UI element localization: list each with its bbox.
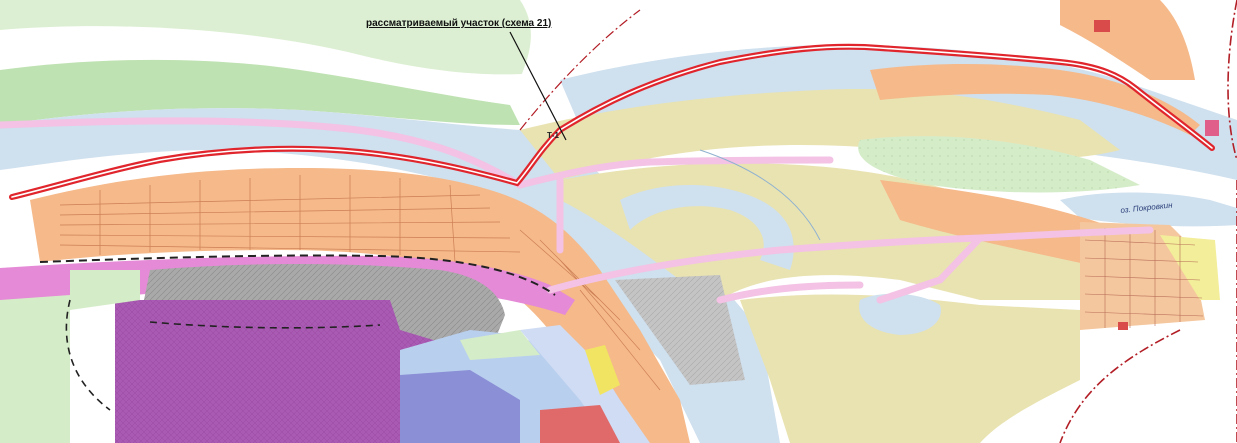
greenery-east-island xyxy=(858,136,1140,193)
yellow-zone-center xyxy=(585,345,620,395)
residential-northeast xyxy=(870,64,1200,135)
settlement-boundary xyxy=(1059,0,1237,443)
residential-main-band xyxy=(30,168,690,443)
agricultural-zone-southeast xyxy=(740,294,1080,443)
public-zone-blue-east xyxy=(520,325,650,443)
river-open-water xyxy=(510,0,1237,125)
stream-line xyxy=(699,149,821,241)
greenery-central-strip xyxy=(460,330,540,360)
pond-south xyxy=(859,293,941,335)
special-zone-purple xyxy=(115,300,450,443)
greenery-southwest xyxy=(0,295,70,443)
greenery-belt-north xyxy=(0,0,640,75)
yellow-zone-southeast xyxy=(1160,235,1220,300)
subject-route[interactable] xyxy=(9,43,1215,200)
boundary-dashed xyxy=(39,254,556,296)
callout-leader-line xyxy=(509,31,567,141)
residential-northeast-top xyxy=(1060,0,1195,80)
callout-label: рассматриваемый участок (схема 21) xyxy=(366,18,552,29)
agricultural-zone-center xyxy=(520,89,1120,180)
river-oxbow xyxy=(620,185,794,270)
parcel-grid-southeast xyxy=(1084,228,1204,328)
lake-east xyxy=(1060,192,1237,227)
industrial-zone-center xyxy=(615,275,745,385)
boundary-dashed-inner xyxy=(65,299,381,411)
greenery-belt-riverbank xyxy=(0,59,520,125)
greenery-west-strip xyxy=(70,270,140,310)
parcel-red-se xyxy=(1118,322,1128,330)
settlement-boundary-river xyxy=(519,9,641,131)
zone-label-t1: Т-1 xyxy=(547,131,559,140)
parcel-red-ne xyxy=(1094,20,1110,32)
red-zone-center xyxy=(540,405,620,443)
parcel-red-east xyxy=(1205,120,1219,136)
road-network xyxy=(0,117,1154,304)
public-zone-violet xyxy=(400,370,520,443)
